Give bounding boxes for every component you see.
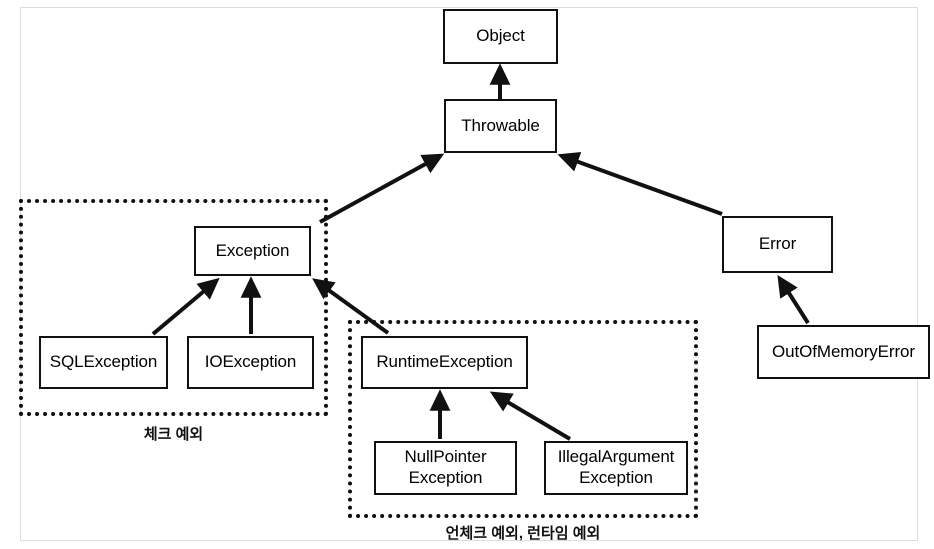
- group-label-checked: 체크 예외: [143, 426, 204, 443]
- class-node-error: Error: [722, 216, 833, 273]
- class-node-exception: Exception: [194, 226, 311, 276]
- class-node-illegalargumentexception: IllegalArgument Exception: [544, 441, 688, 495]
- class-node-nullpointerexception: NullPointer Exception: [374, 441, 517, 495]
- class-node-throwable: Throwable: [444, 99, 557, 153]
- group-label-unchecked: 언체크 예외, 런타임 예외: [445, 525, 601, 542]
- group-box-checked: [19, 199, 328, 416]
- class-node-runtimeexception: RuntimeException: [361, 336, 528, 389]
- class-node-outofmemoryerror: OutOfMemoryError: [757, 325, 930, 379]
- class-node-object: Object: [443, 9, 558, 64]
- class-node-ioexception: IOException: [187, 336, 314, 389]
- group-box-unchecked: [348, 320, 698, 518]
- class-node-sqlexception: SQLException: [39, 336, 168, 389]
